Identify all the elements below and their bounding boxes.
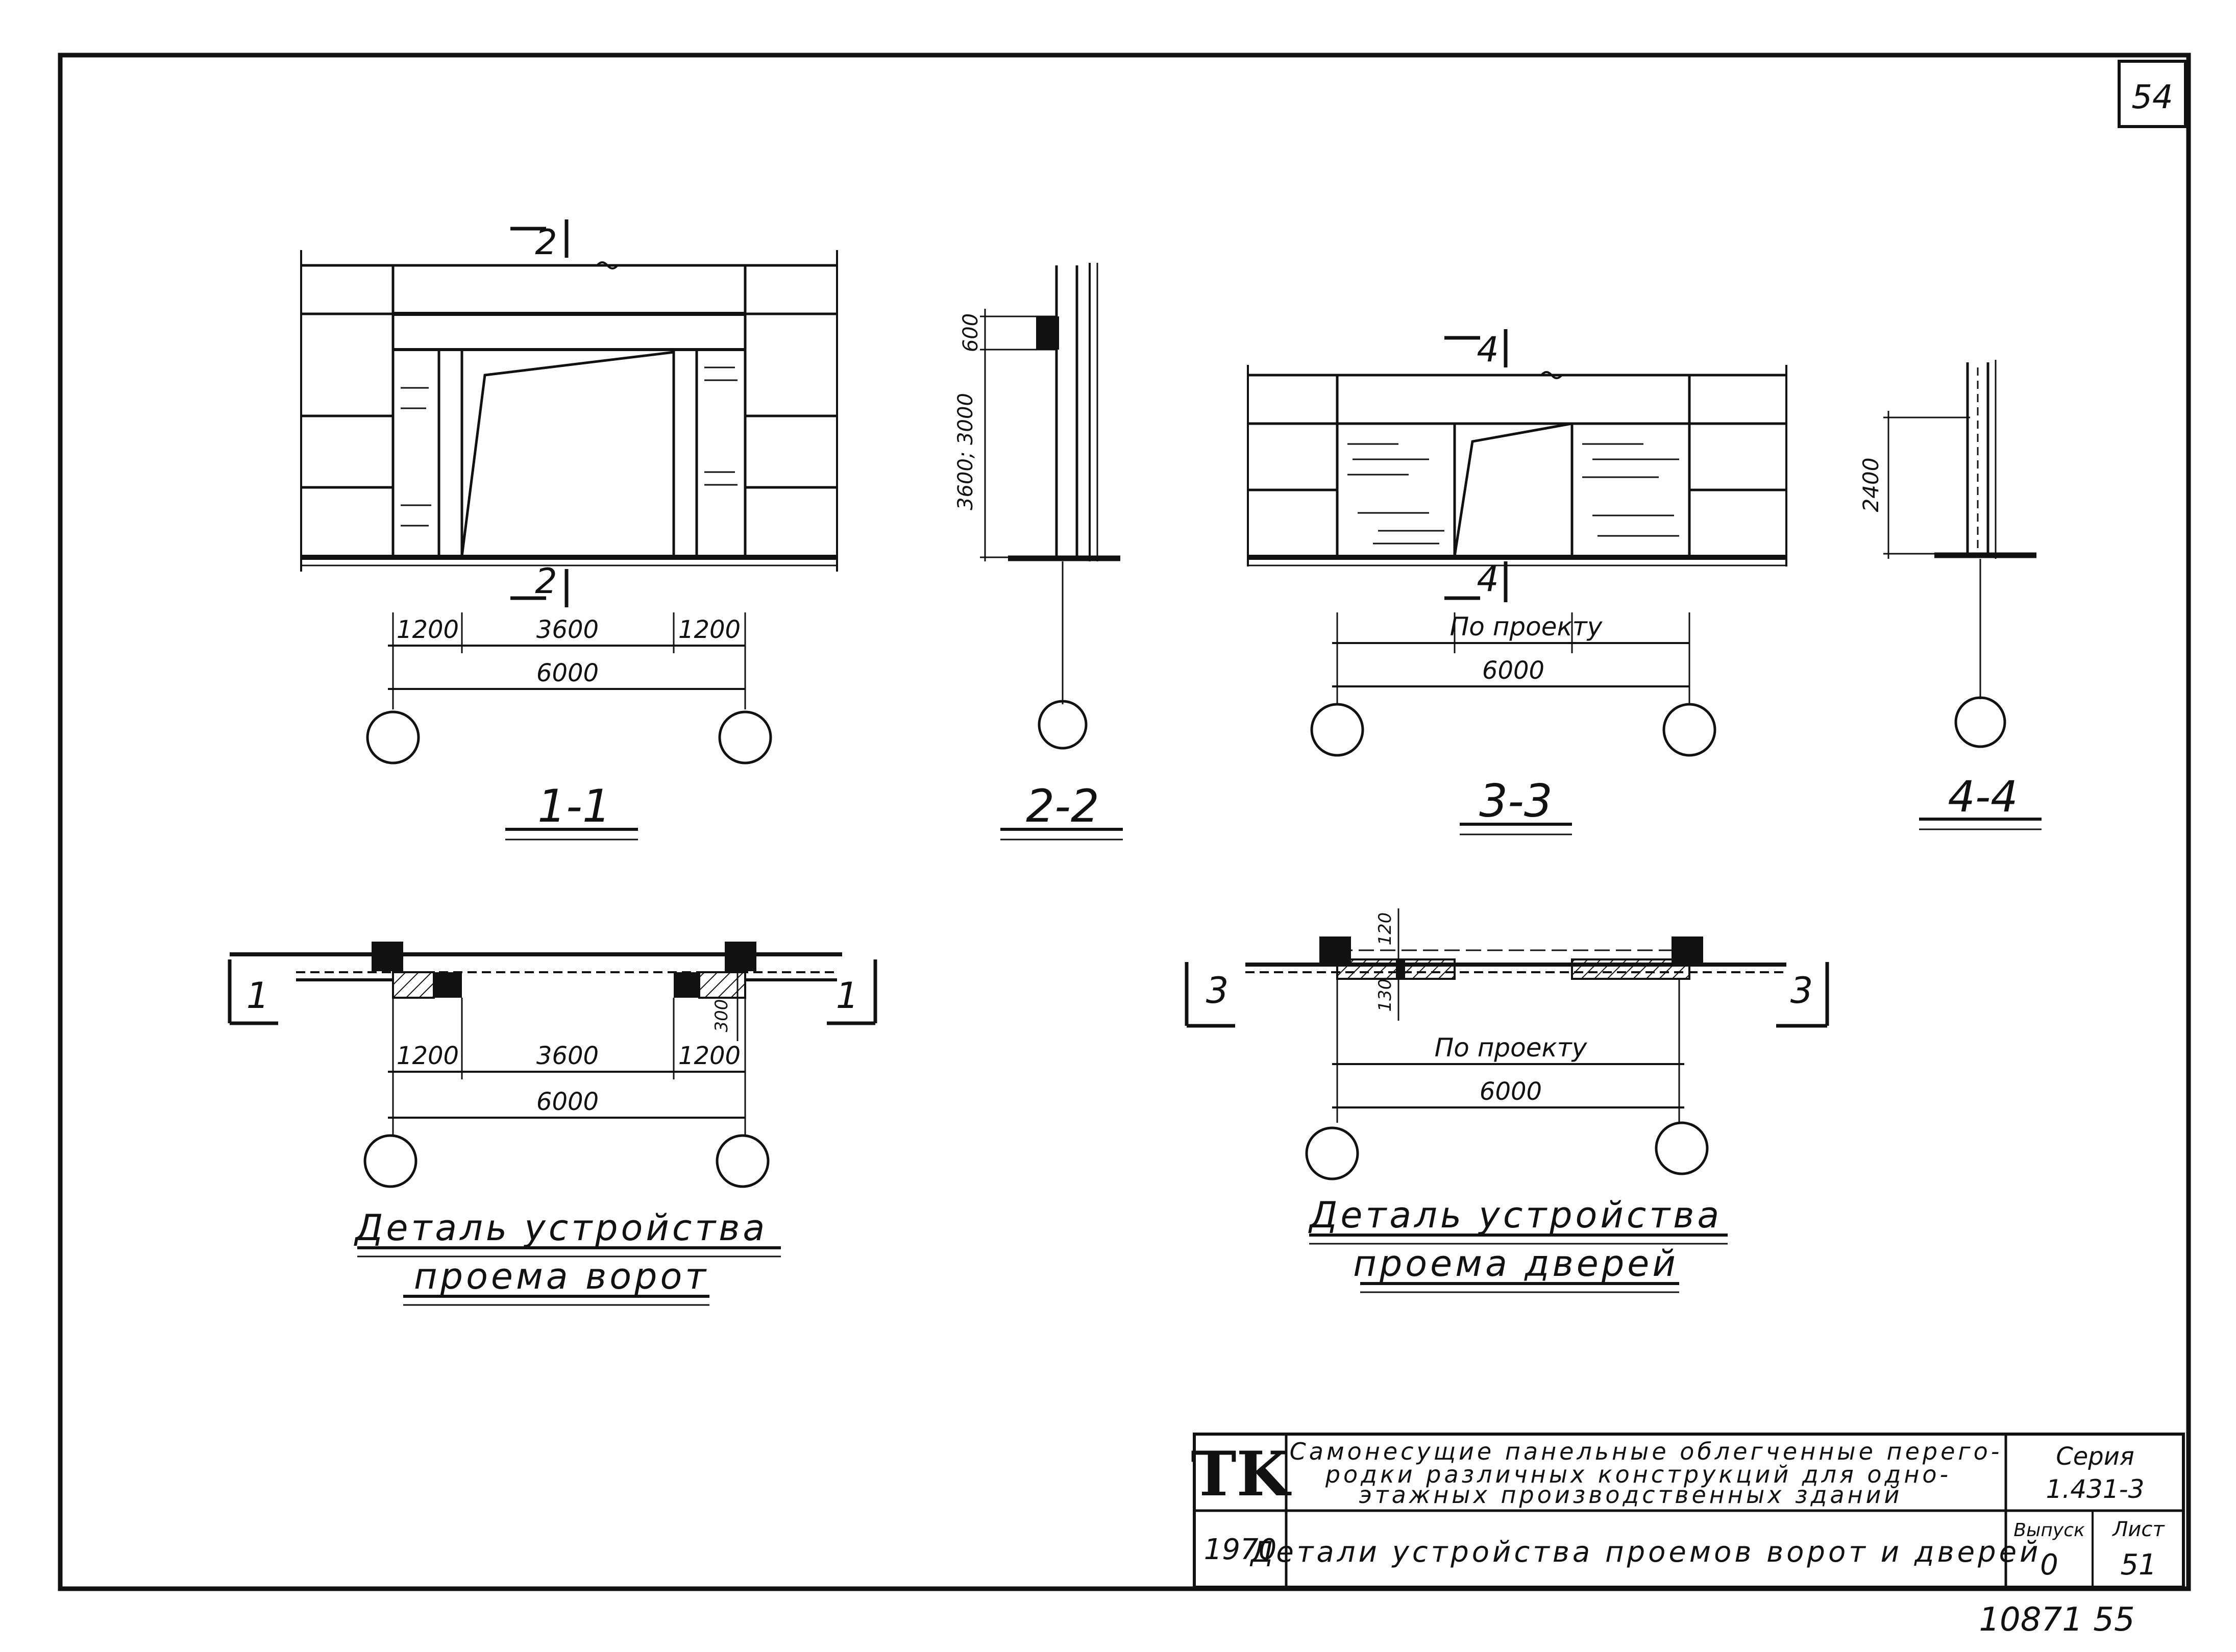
dim-1200-right: 1200 <box>678 1042 741 1070</box>
view-4-4: 2400 4-4 <box>1858 360 2042 830</box>
frame-hatch <box>392 971 435 999</box>
dim-120: 120 <box>1375 913 1395 946</box>
detail-title-line1: Деталь устройства <box>1308 1194 1723 1236</box>
cut-mark-4-top: 4 <box>1477 330 1498 370</box>
dim-6000: 6000 <box>536 659 599 687</box>
dim-6000: 6000 <box>536 1088 599 1116</box>
view-title-1-1: 1-1 <box>537 780 611 832</box>
dim-130: 130 <box>1375 979 1395 1012</box>
sheet-label: Лист <box>2111 1518 2165 1541</box>
axis-bubble <box>1662 703 1716 757</box>
dim-300: 300 <box>711 999 732 1032</box>
dim-2400: 2400 <box>1858 458 1883 512</box>
axis-bubble <box>716 1134 770 1188</box>
axis-bubble <box>366 710 420 765</box>
detail-title-line1: Деталь устройства <box>354 1207 768 1249</box>
view-3-3: 4 4 По проекту 6000 3-3 <box>1247 329 1787 835</box>
view-title-3-3: 3-3 <box>1479 775 1553 827</box>
axis-bubble <box>1305 1126 1359 1180</box>
detail-door-opening: 120 130 3 3 По проекту 6000 Деталь устро… <box>1185 908 1829 1293</box>
title-desc-line3: этажных производственных зданий <box>1359 1481 1903 1509</box>
axis-bubble <box>363 1134 417 1188</box>
detail-title-line2: проема дверей <box>1353 1243 1679 1285</box>
section-mark-1-right: 1 <box>836 975 859 1017</box>
axis-bubble <box>1310 703 1364 757</box>
archive-stamp-number: 10871 55 <box>1979 1601 2134 1639</box>
title-desc-line1: Самонесущие панельные облегченные перего… <box>1290 1438 2003 1465</box>
dim-1200-left: 1200 <box>397 615 459 644</box>
section-mark-3-left: 3 <box>1206 970 1229 1012</box>
section-mark-1-left: 1 <box>247 975 269 1017</box>
sheet-number: 54 <box>2131 79 2173 116</box>
series-label: Серия <box>2056 1442 2134 1471</box>
column-section <box>725 942 756 971</box>
dim-3600-3000: 3600; 3000 <box>954 393 977 510</box>
sheet-title: Детали устройства проемов ворот и дверей <box>1249 1536 2042 1569</box>
sheet-value: 51 <box>2120 1548 2156 1582</box>
dim-1200-right: 1200 <box>678 615 741 644</box>
title-block: TK Самонесущие панельные облегченные пер… <box>1191 1433 2185 1589</box>
view-title-4-4: 4-4 <box>1948 772 2018 822</box>
detail-title-line2: проема ворот <box>414 1255 709 1297</box>
axis-bubble <box>1655 1121 1709 1175</box>
axis-bubble <box>718 710 772 765</box>
issue-label: Выпуск <box>2013 1520 2085 1541</box>
column-section <box>372 942 403 971</box>
tk-logo: TK <box>1191 1438 1291 1510</box>
dim-3600: 3600 <box>536 1042 599 1070</box>
axis-bubble <box>1954 696 2006 748</box>
sheet-frame <box>58 53 2191 1591</box>
title-desc-line2: родки различных конструкций для одно- <box>1325 1461 1951 1488</box>
frame-post <box>434 972 462 998</box>
issue-value: 0 <box>2040 1548 2058 1582</box>
frame-post <box>1396 958 1405 980</box>
view-1-1: 2 2 1200 3600 1200 6000 1-1 <box>300 219 838 841</box>
dim-6000: 6000 <box>1480 1077 1542 1106</box>
lintel-section <box>1036 316 1059 350</box>
view-title-2-2: 2-2 <box>1026 780 1099 832</box>
cut-mark-2-top: 2 <box>535 223 557 263</box>
cut-mark-4-bottom: 4 <box>1477 559 1498 600</box>
detail-gate-opening: 1 1 300 1200 3600 1200 6000 Деталь устро… <box>228 942 877 1306</box>
frame-post <box>674 972 699 998</box>
panel-hatch <box>1571 958 1690 980</box>
year: 1970 <box>1204 1533 1277 1566</box>
series-value: 1.431-3 <box>2046 1474 2145 1504</box>
sheet-number-box <box>2118 60 2187 128</box>
cut-mark-2-bottom: 2 <box>535 561 557 602</box>
dim-1200-left: 1200 <box>397 1042 459 1070</box>
dim-by-project: По проекту <box>1435 1033 1588 1063</box>
section-mark-3-right: 3 <box>1790 970 1813 1012</box>
view-2-2: 600 3600; 3000 2-2 <box>954 263 1123 841</box>
dim-600: 600 <box>959 313 982 352</box>
axis-bubble <box>1038 700 1088 750</box>
dim-3600: 3600 <box>536 615 599 644</box>
dim-by-project: По проекту <box>1450 612 1603 642</box>
dim-6000: 6000 <box>1482 656 1544 685</box>
